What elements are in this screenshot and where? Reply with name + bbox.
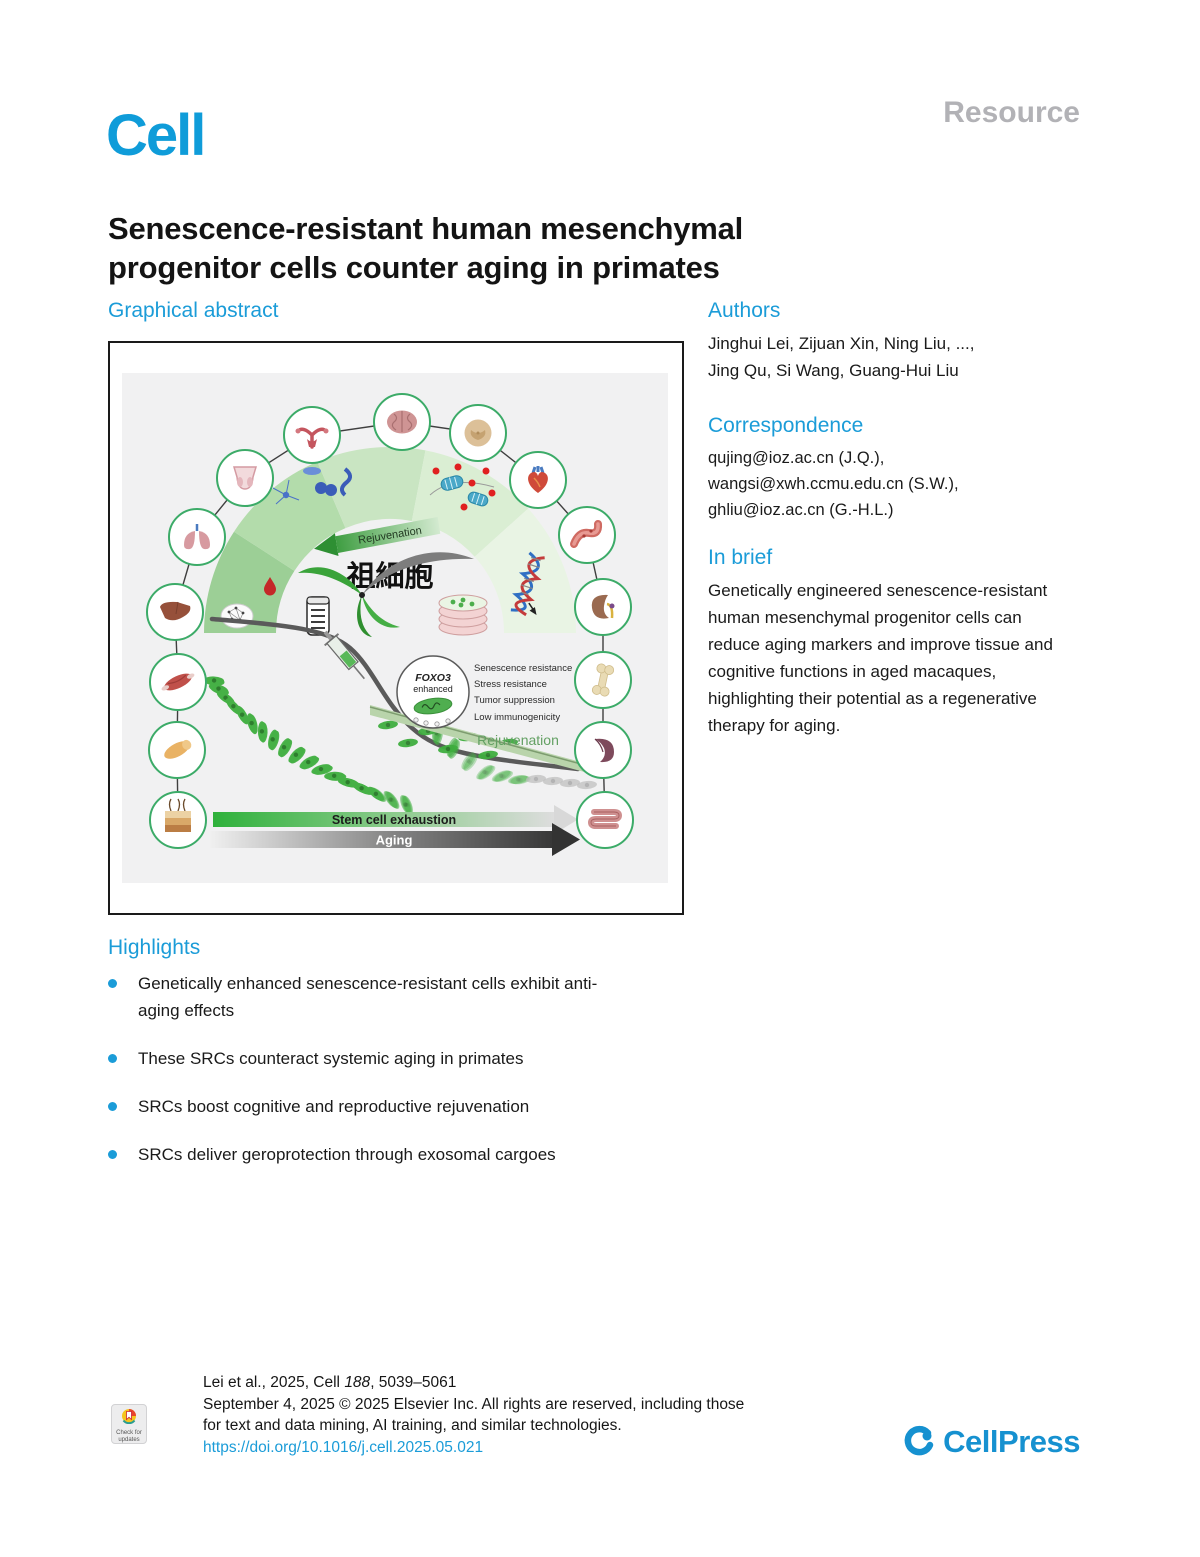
aging-decline-curve [209, 616, 581, 772]
blood-drop-icon [264, 577, 276, 596]
organ-icon-spleen [574, 721, 632, 779]
authors-heading: Authors [708, 299, 781, 322]
graphical-abstract-figure: Rejuvenation 祖細胞 [146, 393, 634, 856]
in-brief-heading: In brief [708, 546, 773, 569]
highlight-item: Genetically enhanced senescence-resistan… [108, 970, 608, 1024]
organ-icon-spinal-cord [449, 404, 507, 462]
article-title: Senescence-resistant human mesenchymal p… [108, 210, 744, 285]
foxo3-enhanced-cell: FOXO3 enhanced [396, 655, 470, 729]
organ-icon-brain [373, 393, 431, 451]
highlight-item: SRCs boost cognitive and reproductive re… [108, 1093, 608, 1120]
svg-text:Low immunogenicity: Low immunogenicity [474, 712, 560, 723]
cellpress-swirl-icon [904, 1425, 934, 1456]
organ-icon-lung [168, 508, 226, 566]
graphical-abstract-heading: Graphical abstract [108, 299, 279, 322]
organ-icon-skin [149, 791, 207, 849]
bullet-icon [108, 1150, 117, 1159]
svg-text:Stress resistance: Stress resistance [474, 679, 547, 690]
bullet-icon [108, 1054, 117, 1063]
svg-text:Tumor suppression: Tumor suppression [474, 695, 555, 706]
organ-icon-uterus [283, 406, 341, 464]
svg-text:Stem cell exhaustion: Stem cell exhaustion [332, 813, 456, 827]
journal-logo: Cell [106, 103, 206, 168]
update-badge-icon [122, 1409, 136, 1425]
svg-text:FOXO3: FOXO3 [415, 672, 451, 684]
check-for-updates-badge[interactable]: Check for updates [111, 1404, 147, 1444]
organ-icon-heart [509, 451, 567, 509]
organ-icon-testis [216, 449, 274, 507]
bullet-icon [108, 979, 117, 988]
organ-icon-liver [146, 583, 204, 641]
rights-line: for text and data mining, AI training, a… [203, 1417, 622, 1434]
correspondence-email: ghliu@ioz.ac.cn (G.-H.L.) [708, 501, 894, 519]
citation-line: Lei et al., 2025, Cell 188, 5039–5061 [203, 1374, 457, 1391]
highlight-text: SRCs deliver geroprotection through exos… [138, 1145, 556, 1164]
rights-line: September 4, 2025 © 2025 Elsevier Inc. A… [203, 1395, 745, 1413]
correspondence-emails: qujing@ioz.ac.cn (J.Q.), wangsi@xwh.ccmu… [708, 445, 1098, 523]
culture-dish-stack-icon [438, 594, 488, 636]
highlight-text: Genetically enhanced senescence-resistan… [138, 974, 598, 1020]
article-type-label: Resource [943, 96, 1080, 129]
highlights-heading: Highlights [108, 936, 201, 959]
organ-icon-intestine [576, 791, 634, 849]
progenitor-cell-chinese-label: 祖細胞 [346, 559, 433, 593]
highlights-list: Genetically enhanced senescence-resistan… [108, 970, 608, 1189]
organ-icon-blood-vessel [558, 506, 616, 564]
rejuvenation-curve-label: Rejuvenation [477, 732, 559, 748]
cryovial-icon [306, 596, 330, 636]
aging-arrow: Aging [210, 823, 580, 856]
svg-text:enhanced: enhanced [413, 684, 453, 694]
svg-text:Aging: Aging [376, 833, 413, 848]
exosome-icon [429, 463, 496, 511]
dna-helix-icon [510, 551, 545, 617]
stem-cell-exhaustion-arrow: Stem cell exhaustion [213, 805, 578, 834]
highlight-item: SRCs deliver geroprotection through exos… [108, 1141, 608, 1168]
correspondence-heading: Correspondence [708, 414, 864, 437]
organ-icon-bone [574, 651, 632, 709]
bullet-icon [108, 1102, 117, 1111]
stem-cell-field [204, 676, 597, 815]
organ-icon-muscle [149, 653, 207, 711]
svg-text:Senescence resistance: Senescence resistance [474, 663, 572, 674]
highlight-item: These SRCs counteract systemic aging in … [108, 1045, 608, 1072]
citation-volume: 188 [344, 1374, 371, 1391]
leaf-clock [298, 552, 474, 637]
organ-icon-kidney [574, 578, 632, 636]
graphical-abstract-box: Rejuvenation 祖細胞 [108, 341, 684, 915]
in-brief-text: Genetically engineered senescence-resist… [708, 581, 1053, 735]
highlight-text: SRCs boost cognitive and reproductive re… [138, 1097, 530, 1116]
author-line: Jinghui Lei, Zijuan Xin, Ning Liu, ..., [708, 334, 975, 353]
author-list: Jinghui Lei, Zijuan Xin, Ning Liu, ..., … [708, 330, 1098, 384]
neuron-cells-icon [272, 467, 352, 505]
src-trait-list: Senescence resistance Stress resistance … [474, 663, 572, 723]
syringe-icon [323, 630, 365, 680]
author-line: Jing Qu, Si Wang, Guang-Hui Liu [708, 361, 959, 380]
update-badge-label: Check for updates [116, 1430, 142, 1443]
doi-link[interactable]: https://doi.org/10.1016/j.cell.2025.05.0… [203, 1438, 484, 1456]
highlight-text: These SRCs counteract systemic aging in … [138, 1049, 524, 1068]
correspondence-email: qujing@ioz.ac.cn (J.Q.), [708, 449, 885, 467]
organ-icon-pancreas [148, 721, 206, 779]
citation-block: Lei et al., 2025, Cell 188, 5039–5061 Se… [203, 1372, 744, 1458]
cellpress-wordmark: CellPress [943, 1424, 1080, 1459]
cellpress-logo: CellPress [902, 1424, 1080, 1460]
graphical-abstract-panel: Rejuvenation 祖細胞 [122, 373, 668, 883]
correspondence-email: wangsi@xwh.ccmu.edu.cn (S.W.), [708, 475, 959, 493]
